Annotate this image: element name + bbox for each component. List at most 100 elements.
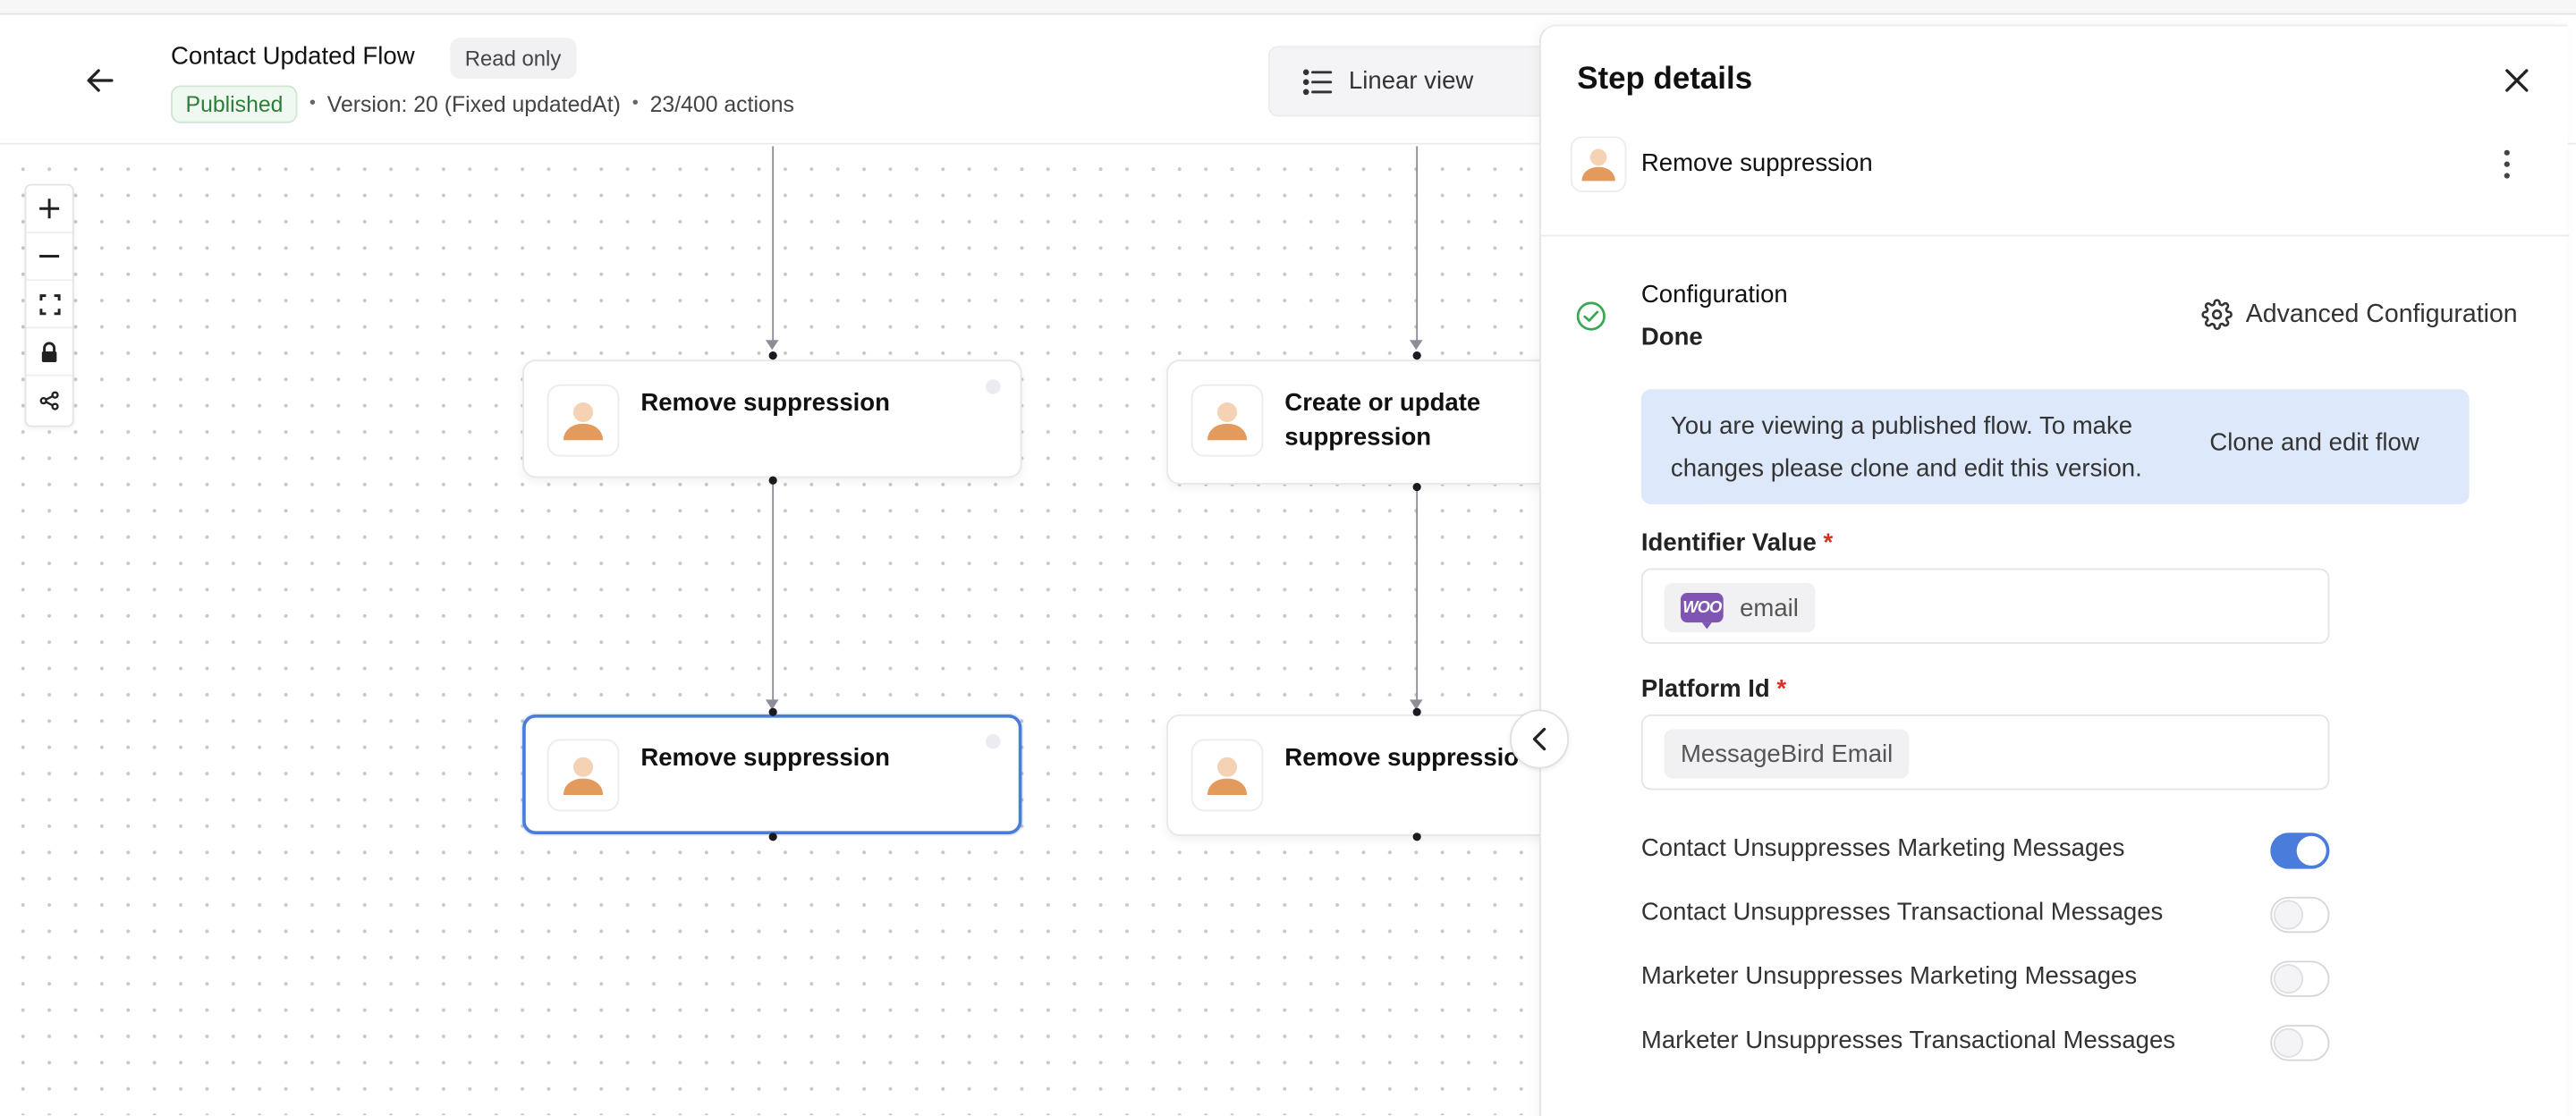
flow-canvas[interactable]: Remove suppression Create or update supp…	[0, 146, 1545, 1116]
node-handle[interactable]	[768, 707, 777, 716]
toggle-label: Marketer Unsuppresses Marketing Messages	[1640, 962, 2138, 991]
gear-icon	[2201, 299, 2233, 330]
toggle-row: Contact Unsuppresses Marketing Messages	[1641, 831, 2330, 870]
browser-top-strip	[0, 0, 2576, 15]
edge-arrow	[1409, 340, 1423, 351]
info-text: You are viewing a published flow. To mak…	[1670, 412, 2142, 483]
toggle-row: Contact Unsuppresses Transactional Messa…	[1641, 895, 2330, 934]
edge-line	[1416, 487, 1419, 702]
advanced-configuration-label: Advanced Configuration	[2245, 300, 2518, 328]
identifier-field[interactable]: WOO email	[1640, 568, 2330, 644]
minus-icon	[39, 255, 60, 258]
contact-transactional-toggle[interactable]	[2270, 896, 2330, 934]
identifier-label-text: Identifier Value	[1640, 528, 1817, 557]
node-icon	[1191, 384, 1264, 457]
fit-view-button[interactable]	[26, 281, 72, 329]
node-handle[interactable]	[768, 351, 777, 360]
toggle-knob	[2273, 964, 2304, 994]
linear-view-label: Linear view	[1348, 67, 1474, 96]
platform-value: MessageBird Email	[1680, 740, 1894, 768]
node-title-line: suppression	[1284, 423, 1432, 452]
separator-dot: •	[309, 93, 316, 114]
close-panel-button[interactable]	[2496, 59, 2538, 102]
toggle-knob	[2296, 835, 2326, 866]
step-header-row: Remove suppression	[1540, 131, 2570, 237]
published-info-banner: You are viewing a published flow. To mak…	[1640, 389, 2470, 504]
advanced-configuration-button[interactable]: Advanced Configuration	[2201, 299, 2518, 330]
node-icon	[547, 739, 620, 812]
node-handle[interactable]	[768, 476, 777, 485]
node-title: Remove suppression	[640, 389, 890, 418]
step-details-panel: Step details Remove suppression Configur…	[1538, 24, 2570, 1116]
read-only-badge: Read only	[450, 38, 576, 80]
close-icon	[2505, 69, 2529, 92]
edge-line	[772, 146, 775, 345]
step-name: Remove suppression	[1640, 149, 1873, 178]
config-done-check	[1575, 300, 1606, 340]
identifier-chip: WOO email	[1664, 583, 1816, 633]
flow-meta: Published • Version: 20 (Fixed updatedAt…	[171, 84, 794, 123]
auto-layout-button[interactable]	[26, 376, 72, 424]
node-handle[interactable]	[1412, 833, 1421, 841]
platform-label: Platform Id *	[1641, 675, 1786, 703]
contact-marketing-toggle[interactable]	[2270, 833, 2330, 869]
toggle-label: Marketer Unsuppresses Transactional Mess…	[1640, 1026, 2176, 1055]
back-button[interactable]	[75, 55, 124, 105]
node-handle[interactable]	[1412, 482, 1421, 492]
flow-node[interactable]: Create or update suppression	[1166, 359, 1545, 485]
edge-line	[1416, 146, 1419, 345]
node-status-dot	[986, 734, 1001, 749]
flow-node[interactable]: Remove suppression	[522, 359, 1022, 478]
node-title-line: Create or update	[1284, 389, 1481, 418]
platform-chip: MessageBird Email	[1664, 729, 1910, 779]
edge-arrow	[765, 699, 779, 710]
node-title: Remove suppressio	[1284, 744, 1520, 773]
lock-icon	[41, 341, 57, 362]
lock-button[interactable]	[26, 328, 72, 376]
actions-count: 23/400 actions	[649, 90, 794, 116]
step-icon	[1570, 136, 1627, 192]
platform-field[interactable]: MessageBird Email	[1640, 714, 2330, 790]
node-handle[interactable]	[1412, 707, 1421, 716]
check-circle-icon	[1576, 301, 1606, 331]
canvas-controls	[24, 183, 74, 427]
node-handle[interactable]	[768, 833, 777, 841]
edge-line	[772, 481, 775, 702]
share-nodes-icon	[39, 390, 59, 410]
node-handle[interactable]	[1412, 351, 1421, 360]
toggle-knob	[2273, 900, 2304, 930]
flow-title: Contact Updated Flow	[171, 42, 415, 71]
required-marker: *	[1823, 528, 1834, 557]
identifier-label: Identifier Value *	[1641, 528, 1833, 556]
person-icon	[1207, 402, 1248, 441]
toggle-row: Marketer Unsuppresses Transactional Mess…	[1641, 1023, 2330, 1062]
list-icon	[1302, 68, 1333, 95]
configuration-status: Done	[1640, 323, 1703, 352]
node-title: Remove suppression	[640, 744, 890, 773]
marketer-marketing-toggle[interactable]	[2270, 960, 2330, 997]
chevron-left-icon	[1532, 727, 1546, 751]
panel-title: Step details	[1577, 62, 1753, 97]
person-icon	[563, 757, 604, 795]
person-icon	[1207, 757, 1248, 795]
collapse-panel-button[interactable]	[1509, 709, 1570, 769]
platform-label-text: Platform Id	[1640, 674, 1770, 704]
clone-and-edit-button[interactable]: Clone and edit flow	[2209, 428, 2419, 457]
toggle-label: Contact Unsuppresses Marketing Messages	[1640, 834, 2125, 863]
configuration-label: Configuration	[1640, 281, 1788, 309]
zoom-out-button[interactable]	[26, 233, 72, 282]
toggle-knob	[2273, 1027, 2304, 1058]
marketer-transactional-toggle[interactable]	[2270, 1025, 2330, 1061]
more-vertical-icon	[2504, 149, 2510, 179]
step-options-button[interactable]	[2490, 145, 2523, 184]
edge-arrow	[765, 340, 779, 351]
flow-node-selected[interactable]: Remove suppression	[522, 714, 1022, 835]
linear-view-button[interactable]: Linear view	[1267, 46, 1548, 117]
person-icon	[563, 402, 604, 441]
plus-icon	[39, 199, 60, 219]
zoom-in-button[interactable]	[26, 186, 72, 233]
flow-node[interactable]: Remove suppressio	[1166, 714, 1545, 836]
person-icon	[1581, 148, 1615, 182]
identifier-value: email	[1740, 593, 1799, 622]
